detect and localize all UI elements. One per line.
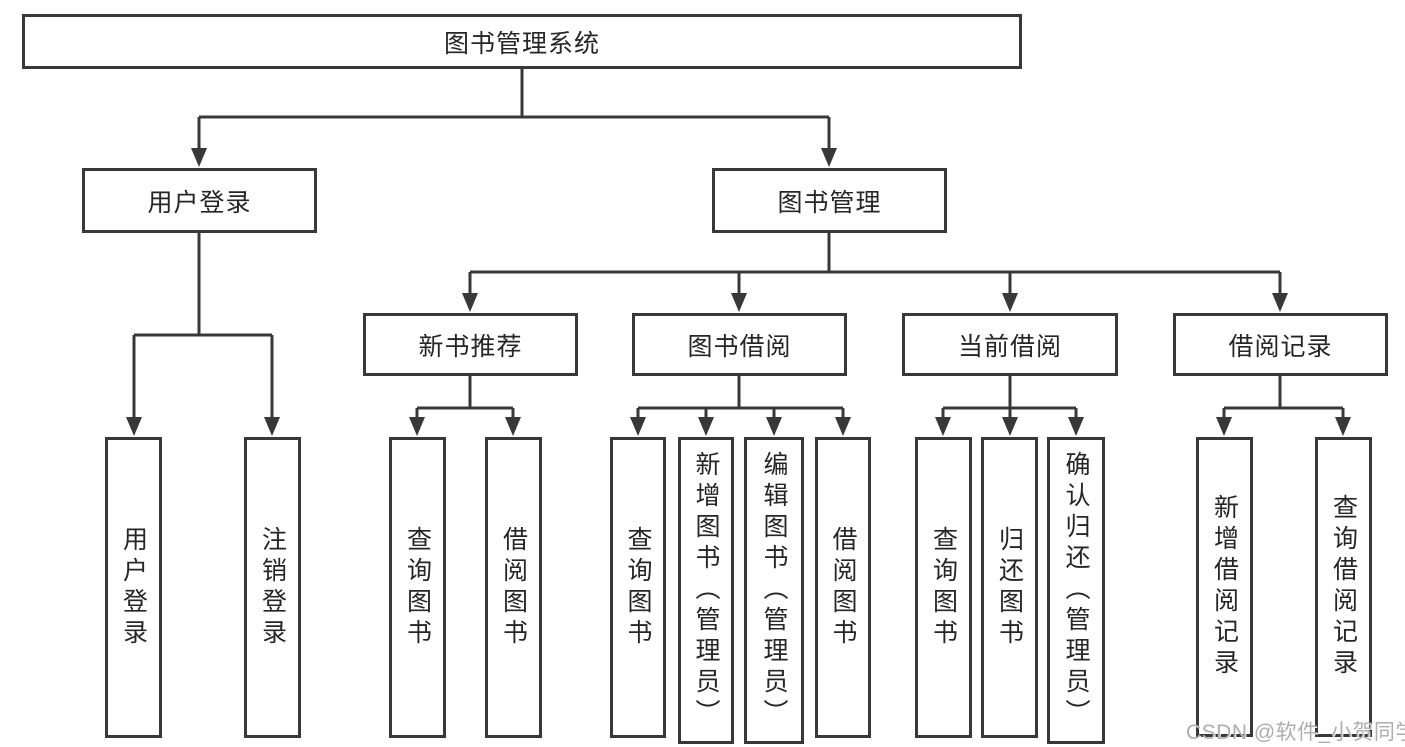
leaf-return-book: 归还图书 xyxy=(981,437,1038,738)
leaf-current-query-book: 查询图书 xyxy=(915,437,972,738)
leaf-borrow-borrow-book: 借阅图书 xyxy=(815,437,871,738)
arrowheads xyxy=(126,148,1351,436)
node-book-management: 图书管理 xyxy=(712,168,947,233)
watermark: CSDN @软件_小贺同学 xyxy=(1186,721,1405,744)
leaf-add-borrow-record: 新增借阅记录 xyxy=(1196,437,1253,737)
leaf-confirm-return-admin: 确认归还（管理员） xyxy=(1047,437,1105,744)
node-current-borrow: 当前借阅 xyxy=(902,313,1118,376)
leaf-query-borrow-record: 查询借阅记录 xyxy=(1315,437,1372,737)
node-borrow-records: 借阅记录 xyxy=(1173,313,1388,376)
node-user-login: 用户登录 xyxy=(82,168,317,233)
node-library-system: 图书管理系统 xyxy=(22,14,1022,69)
leaf-edit-book-admin: 编辑图书（管理员） xyxy=(744,437,804,744)
node-book-borrow: 图书借阅 xyxy=(632,313,847,376)
leaf-user-login: 用户登录 xyxy=(105,437,162,738)
node-new-book-recommend: 新书推荐 xyxy=(363,313,578,376)
leaf-recommend-borrow-book: 借阅图书 xyxy=(485,437,542,738)
leaf-add-book-admin: 新增图书（管理员） xyxy=(678,437,734,744)
leaf-logout: 注销登录 xyxy=(244,437,301,738)
leaf-borrow-query-book: 查询图书 xyxy=(610,437,666,738)
leaf-recommend-query-book: 查询图书 xyxy=(389,437,446,738)
